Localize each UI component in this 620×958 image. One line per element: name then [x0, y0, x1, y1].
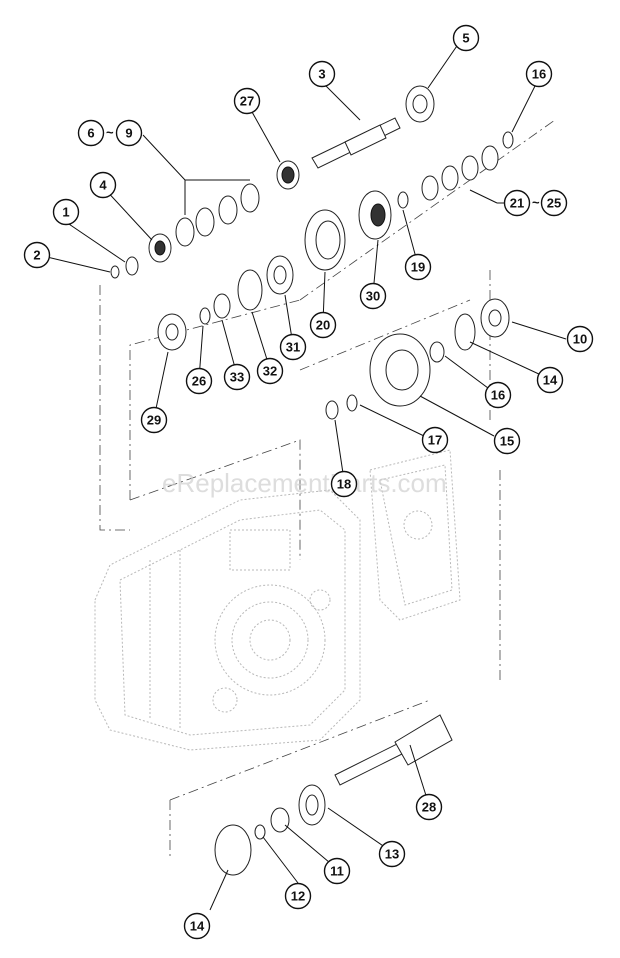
- range-separator-6-9: ~: [106, 125, 114, 140]
- svg-text:16: 16: [532, 67, 546, 82]
- svg-text:2: 2: [33, 248, 40, 263]
- callout-16-upper: 16: [525, 60, 553, 88]
- callout-28: 28: [415, 793, 443, 821]
- transmission-housing: [94, 449, 461, 751]
- callout-5: 5: [452, 24, 480, 52]
- svg-text:12: 12: [291, 889, 305, 904]
- callout-30: 30: [359, 282, 387, 310]
- svg-text:32: 32: [263, 364, 277, 379]
- svg-text:11: 11: [330, 864, 344, 879]
- callout-15: 15: [493, 427, 521, 455]
- svg-text:21: 21: [510, 196, 524, 211]
- callout-31: 31: [279, 333, 307, 361]
- svg-text:31: 31: [286, 340, 300, 355]
- svg-text:14: 14: [543, 373, 558, 388]
- callout-14-upper: 14: [536, 366, 564, 394]
- svg-text:30: 30: [366, 289, 380, 304]
- svg-text:27: 27: [240, 94, 254, 109]
- callout-19: 19: [404, 253, 432, 281]
- svg-text:25: 25: [547, 196, 561, 211]
- callout-25: 25: [540, 189, 568, 217]
- svg-text:28: 28: [422, 800, 436, 815]
- svg-text:4: 4: [99, 178, 107, 193]
- parts: [110, 85, 514, 420]
- assembly-guide-lines: [99, 119, 556, 860]
- callouts: 1 2 3 4 5 6 ~ 9 10 11 12 13: [23, 24, 594, 940]
- svg-text:33: 33: [230, 370, 244, 385]
- callout-20: 20: [309, 311, 337, 339]
- callout-12: 12: [284, 882, 312, 910]
- svg-text:17: 17: [428, 433, 442, 448]
- svg-text:26: 26: [192, 374, 206, 389]
- svg-text:5: 5: [462, 31, 469, 46]
- parts-lower: [214, 714, 453, 876]
- svg-text:15: 15: [500, 434, 514, 449]
- callout-10: 10: [566, 325, 594, 353]
- svg-text:29: 29: [147, 413, 161, 428]
- callout-17: 17: [421, 426, 449, 454]
- callout-2: 2: [23, 241, 51, 269]
- svg-text:18: 18: [337, 477, 351, 492]
- callout-13: 13: [378, 840, 406, 868]
- callout-6: 6: [77, 119, 105, 147]
- callout-18: 18: [330, 470, 358, 498]
- svg-text:13: 13: [385, 847, 399, 862]
- svg-text:9: 9: [125, 126, 132, 141]
- callout-11: 11: [323, 857, 351, 885]
- callout-26: 26: [185, 367, 213, 395]
- watermark-text: eReplacementParts.com: [162, 468, 447, 498]
- svg-text:6: 6: [87, 126, 94, 141]
- svg-text:19: 19: [411, 260, 425, 275]
- callout-32: 32: [256, 357, 284, 385]
- callout-4: 4: [89, 171, 117, 199]
- svg-text:14: 14: [190, 919, 205, 934]
- callout-14-lower: 14: [183, 912, 211, 940]
- callout-1: 1: [52, 198, 80, 226]
- callout-33: 33: [223, 363, 251, 391]
- svg-text:3: 3: [318, 67, 325, 82]
- callout-3: 3: [308, 60, 336, 88]
- callout-21: 21: [503, 189, 531, 217]
- svg-text:1: 1: [62, 205, 69, 220]
- callout-27: 27: [233, 87, 261, 115]
- range-separator-21-25: ~: [532, 195, 540, 210]
- callout-29: 29: [140, 406, 168, 434]
- callout-16-lower: 16: [484, 381, 512, 409]
- svg-text:20: 20: [316, 318, 330, 333]
- callout-9: 9: [115, 119, 143, 147]
- svg-text:10: 10: [573, 332, 587, 347]
- svg-text:16: 16: [491, 388, 505, 403]
